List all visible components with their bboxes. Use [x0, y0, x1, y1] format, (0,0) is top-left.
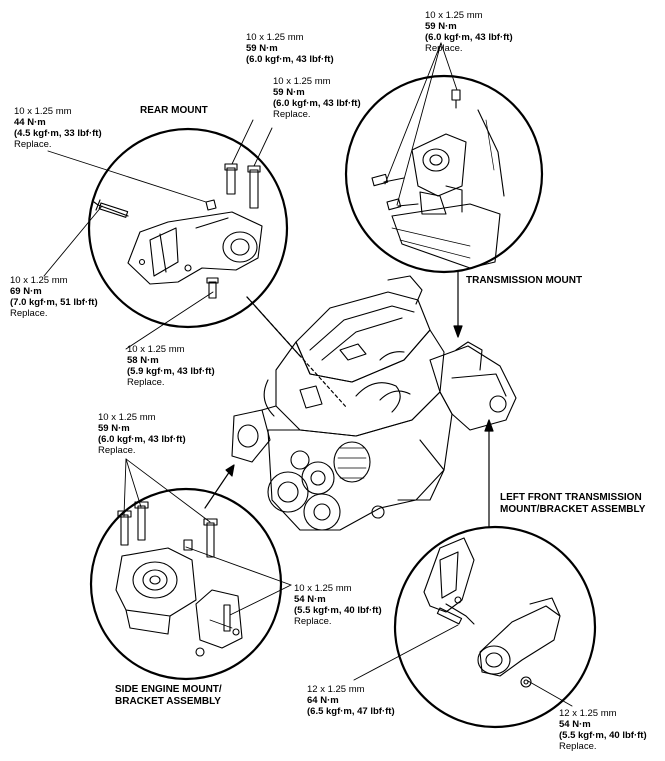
callout-torque: 59 N·m	[246, 43, 278, 54]
callout-note: Replace.	[273, 109, 311, 120]
callout-imperial: (6.5 kgf·m, 47 lbf·ft)	[307, 706, 395, 717]
callout-imperial: (4.5 kgf·m, 33 lbf·ft)	[14, 128, 102, 139]
rear-mount-title-text: REAR MOUNT	[140, 105, 208, 116]
side-engine-mount-arrow	[204, 464, 235, 509]
callout-note: Replace.	[559, 741, 597, 752]
callout-imperial: (5.5 kgf·m, 40 lbf·ft)	[294, 605, 382, 616]
left-front-mount-arrow	[484, 419, 494, 528]
callout-rear-mount-lower-bolt: 10 x 1.25 mm 58 N·m (5.9 kgf·m, 43 lbf·f…	[127, 344, 215, 388]
rear-mount-part	[93, 163, 263, 299]
side-engine-mount-title-line1: SIDE ENGINE MOUNT/	[115, 684, 222, 695]
side-engine-mount-title-line2: BRACKET ASSEMBLY	[115, 696, 221, 707]
transmission-mount-detail-circle	[344, 74, 544, 274]
callout-size: 10 x 1.25 mm	[10, 275, 68, 286]
callout-torque: 54 N·m	[294, 594, 326, 605]
callout-imperial: (6.0 kgf·m, 43 lbf·ft)	[425, 32, 513, 43]
callout-left-front-mount-nut: 12 x 1.25 mm 54 N·m (5.5 kgf·m, 40 lbf·f…	[559, 708, 647, 752]
callout-size: 10 x 1.25 mm	[98, 412, 156, 423]
left-front-mount-detail-circle	[393, 525, 597, 729]
transmission-mount-title-text: TRANSMISSION MOUNT	[466, 275, 583, 286]
callout-size: 10 x 1.25 mm	[273, 76, 331, 87]
callout-size: 10 x 1.25 mm	[127, 344, 185, 355]
callout-torque: 59 N·m	[273, 87, 305, 98]
rear-mount-detail-circle	[87, 127, 289, 329]
callout-torque: 69 N·m	[10, 286, 42, 297]
callout-size: 10 x 1.25 mm	[425, 10, 483, 21]
transmission-mount-title: TRANSMISSION MOUNT	[466, 275, 582, 287]
callout-note: Replace.	[10, 308, 48, 319]
left-front-mount-title-line1: LEFT FRONT TRANSMISSION	[500, 492, 642, 503]
callout-size: 10 x 1.25 mm	[246, 32, 304, 43]
rear-mount-title: REAR MOUNT	[140, 105, 208, 117]
callout-size: 12 x 1.25 mm	[559, 708, 617, 719]
side-engine-mount-title: SIDE ENGINE MOUNT/ BRACKET ASSEMBLY	[115, 684, 222, 708]
callout-note: Replace.	[294, 616, 332, 627]
left-front-mount-title-line2: MOUNT/BRACKET ASSEMBLY	[500, 504, 646, 515]
callout-side-engine-mount-bolts: 10 x 1.25 mm 59 N·m (6.0 kgf·m, 43 lbf·f…	[98, 412, 186, 456]
callout-rear-mount-through-bolt: 10 x 1.25 mm 69 N·m (7.0 kgf·m, 51 lbf·f…	[10, 275, 98, 319]
callout-note: Replace.	[127, 377, 165, 388]
callout-imperial: (6.0 kgf·m, 43 lbf·ft)	[273, 98, 361, 109]
transmission-mount-part	[371, 89, 505, 269]
callout-imperial: (5.5 kgf·m, 40 lbf·ft)	[559, 730, 647, 741]
callout-imperial: (6.0 kgf·m, 43 lbf·ft)	[98, 434, 186, 445]
callout-note: Replace.	[14, 139, 52, 150]
callout-torque: 64 N·m	[307, 695, 339, 706]
callout-side-engine-mount-nuts: 10 x 1.25 mm 54 N·m (5.5 kgf·m, 40 lbf·f…	[294, 583, 382, 627]
callout-size: 12 x 1.25 mm	[307, 684, 365, 695]
callout-torque: 59 N·m	[98, 423, 130, 434]
callout-rear-mount-upper-bolt: 10 x 1.25 mm 59 N·m (6.0 kgf·m, 43 lbf·f…	[246, 32, 334, 65]
callout-torque: 44 N·m	[14, 117, 46, 128]
transmission-mount-arrow	[453, 271, 463, 338]
callout-imperial: (5.9 kgf·m, 43 lbf·ft)	[127, 366, 215, 377]
callout-size: 10 x 1.25 mm	[294, 583, 352, 594]
side-engine-mount-detail-circle	[89, 487, 283, 681]
callout-rear-mount-nut: 10 x 1.25 mm 44 N·m (4.5 kgf·m, 33 lbf·f…	[14, 106, 102, 150]
callout-note: Replace.	[425, 43, 463, 54]
callout-torque: 59 N·m	[425, 21, 457, 32]
callout-torque: 58 N·m	[127, 355, 159, 366]
left-front-mount-title: LEFT FRONT TRANSMISSION MOUNT/BRACKET AS…	[500, 492, 645, 516]
callout-left-front-mount-bolt: 12 x 1.25 mm 64 N·m (6.5 kgf·m, 47 lbf·f…	[307, 684, 395, 717]
engine-assembly	[231, 275, 517, 531]
callout-note: Replace.	[98, 445, 136, 456]
callout-imperial: (7.0 kgf·m, 51 lbf·ft)	[10, 297, 98, 308]
left-front-mount-part	[423, 537, 561, 688]
side-engine-mount-part	[115, 501, 243, 657]
callout-torque: 54 N·m	[559, 719, 591, 730]
callout-transmission-mount-bolts: 10 x 1.25 mm 59 N·m (6.0 kgf·m, 43 lbf·f…	[425, 10, 513, 54]
callout-size: 10 x 1.25 mm	[14, 106, 72, 117]
callout-rear-mount-second-bolt: 10 x 1.25 mm 59 N·m (6.0 kgf·m, 43 lbf·f…	[273, 76, 361, 120]
callout-imperial: (6.0 kgf·m, 43 lbf·ft)	[246, 54, 334, 65]
